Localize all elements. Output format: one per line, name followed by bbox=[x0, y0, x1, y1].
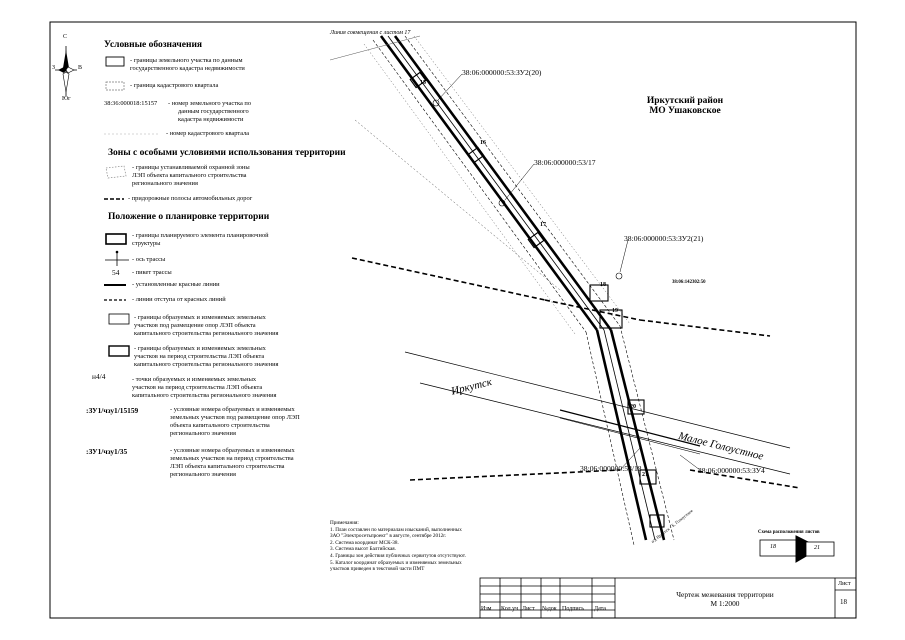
legend-construction-number-key: :ЗУ1/чзу1/35 bbox=[86, 447, 128, 456]
picket-label: 17 bbox=[540, 222, 546, 228]
legend-picket-key: 54 bbox=[112, 268, 120, 277]
compass-north-label: С bbox=[63, 34, 68, 40]
stamp-col-change: Изм bbox=[481, 606, 492, 612]
label-quarter-17: 38:06:000000:53/17 bbox=[534, 158, 596, 167]
compass-east-label: В bbox=[78, 65, 83, 71]
sheet-frame bbox=[49, 21, 857, 619]
picket-label: 19 bbox=[612, 308, 618, 314]
label-zu2-21: 38:06:000000:53:ЗУ2(21) bbox=[624, 234, 704, 243]
legend-title: Условные обозначения bbox=[104, 40, 203, 50]
legend-item-construction-parcels: - границы образуемых и изменяемых земель… bbox=[134, 345, 279, 368]
legend-item-construction-numbers: - условные номера образуемых и изменяемы… bbox=[170, 447, 295, 478]
stamp-col-signature: Подпись bbox=[562, 606, 585, 612]
notes-block: Примечания: 1. План составлен по материа… bbox=[330, 520, 466, 573]
inset-sheet-next: 21 bbox=[814, 545, 820, 551]
legend-item-planning-element: - границы планируемого элемента планиров… bbox=[132, 232, 269, 247]
legend-support-number-key: :ЗУ1/чзу1/15159 bbox=[86, 406, 139, 415]
legend-item-red-lines: - установленные красные линии bbox=[132, 281, 220, 288]
legend-item-support-numbers: - условные номера образуемых и изменяемы… bbox=[170, 406, 300, 437]
legend-item-parcel-number: - номер земельного участка по данным гос… bbox=[168, 100, 252, 123]
match-line-label: Линия совмещения с листом 17 bbox=[330, 30, 411, 36]
legend-item-parcel-code-key: 38:36:000018:15157 bbox=[104, 100, 158, 107]
stamp-sheet-label: Лист bbox=[838, 581, 851, 587]
compass-south-label: Юг bbox=[62, 96, 71, 102]
sheet-inset-scheme bbox=[759, 535, 835, 563]
stamp-title: Чертеж межевания территории М 1:2000 bbox=[676, 590, 774, 608]
label-parcel-code: 38:06:142302:50 bbox=[672, 280, 706, 285]
label-zu4: 38:06:000000:53:ЗУ4 bbox=[698, 466, 765, 475]
picket-label: 21 bbox=[642, 472, 648, 478]
legend-item-support-parcels: - границы образуемых и изменяемых земель… bbox=[134, 314, 279, 337]
legend-symbols bbox=[104, 56, 160, 357]
legend-item-quarter-boundary: - граница кадастрового квартала bbox=[130, 82, 219, 89]
stamp-col-doc: №док bbox=[542, 606, 557, 612]
stamp-sheet-number: 18 bbox=[840, 598, 847, 606]
legend-item-picket: - пикет трассы bbox=[132, 269, 172, 276]
area-title: Иркутский район МО Ушаковское bbox=[646, 96, 724, 116]
picket-label: 16 bbox=[480, 140, 486, 146]
compass-west-label: З bbox=[52, 65, 56, 71]
legend-item-points: - точки образуемых и изменяемых земельны… bbox=[132, 376, 277, 399]
stamp-col-sheet: Лист bbox=[522, 606, 535, 612]
label-quarter-18: 38:06:000000:53/18 bbox=[580, 464, 642, 473]
label-zu2-20: 38:06:000000:53:ЗУ2(20) bbox=[462, 68, 542, 77]
map-drawing bbox=[329, 35, 801, 546]
zones-title: Зоны с особыми условиями использования т… bbox=[108, 148, 346, 158]
stamp-col-date: Дата bbox=[594, 606, 606, 612]
planning-title: Положение о планировке территории bbox=[108, 212, 270, 222]
legend-point-key: н4/4 bbox=[92, 372, 106, 381]
legend-item-roadside-strip: - придорожные полосы автомобильных дорог bbox=[128, 195, 253, 202]
picket-label: 15 bbox=[420, 80, 426, 86]
picket-label: 20 bbox=[630, 404, 636, 410]
legend-item-offset-lines: - линии отступа от красных линий bbox=[132, 296, 226, 303]
picket-label: 18 bbox=[600, 282, 606, 288]
legend-item-protection-zone: - границы устанавливаемой охранной зоны … bbox=[132, 164, 250, 187]
legend-item-quarter-number: - номер кадастрового квартала bbox=[166, 130, 250, 137]
compass-rose bbox=[55, 46, 77, 96]
legend-item-route-axis: - ось трассы bbox=[132, 256, 166, 263]
inset-title: Схема расположения листов bbox=[758, 530, 820, 535]
stamp-col-count: Кол.уч bbox=[501, 606, 519, 612]
title-block bbox=[479, 577, 857, 619]
inset-sheet-current: 18 bbox=[770, 544, 776, 550]
